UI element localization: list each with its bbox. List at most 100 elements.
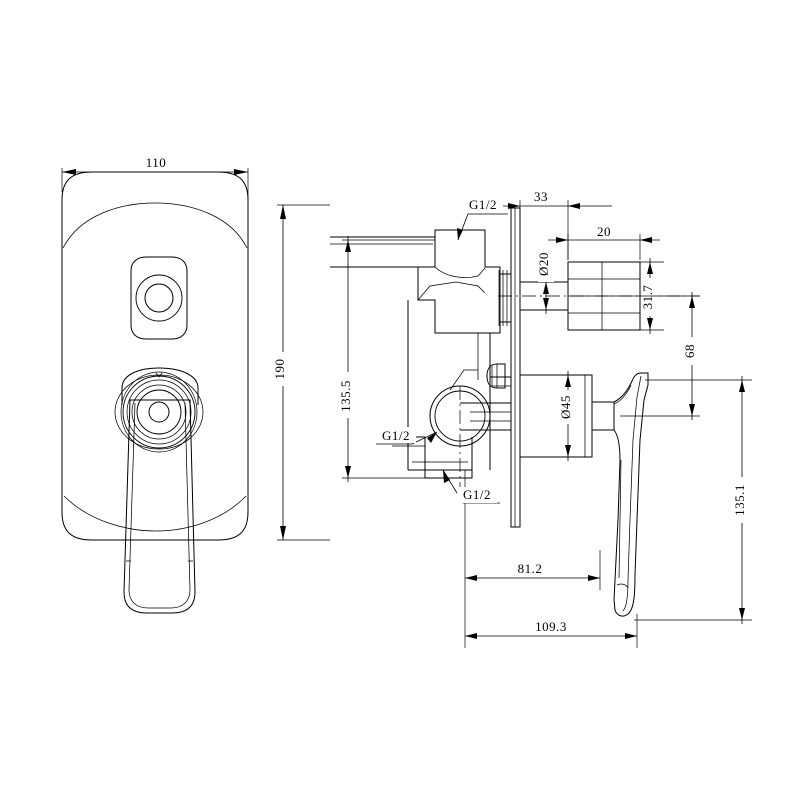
knurled-knob[interactable] [567,261,641,331]
upper-body-bevel [417,281,486,301]
dim-1351-label: 135.1 [732,484,747,516]
leader-arrow-g12-top [457,228,463,240]
lever-body-inner-line [128,402,191,609]
dim-d20-label: Ø20 [536,252,551,276]
lower-port-block [380,436,473,479]
faceplate-inner-contour [62,202,248,249]
dim-1355-bg [340,372,356,418]
hub-ring-2 [120,371,198,453]
side-view-dimensions: 33 20 Ø20 31.7 68 [338,189,752,648]
dim-317-label: 31.7 [640,285,655,310]
hub-notch [155,372,163,378]
diverter-outer-ring [135,274,183,322]
dim-68-label: 68 [682,344,697,358]
g12-mid-label: G1/2 [382,428,410,443]
mounting-plate-outline [510,207,521,528]
arrow-68-top [689,296,695,308]
arrow-d45-top [565,375,571,387]
dim-d45-label: Ø45 [558,395,573,419]
dim-1093-bg [524,618,578,634]
g12-bot-label: G1/2 [463,487,491,502]
lever-hub-rosette [114,367,204,453]
dim-20-bg [590,224,618,239]
hub-center-circle [148,401,170,423]
arrow-68-bot [689,404,695,416]
hub-ring-1 [114,374,204,450]
lever-handle-side[interactable] [613,372,649,617]
dim-68-bg [684,337,700,365]
arrow-d45-bot [565,445,571,457]
arrow-d20-top [543,282,549,294]
lever-side-tip [616,583,629,589]
g12-top-bg [463,197,503,213]
diverter-inner-ring [144,283,174,313]
hub-ring-3 [122,375,196,449]
front-view [61,171,249,614]
arrow-1351-top [739,380,745,392]
dim-110-label: 110 [146,155,167,170]
arrow-1355-bot [345,466,351,478]
arrow-110-right [234,169,248,175]
dim-190-bg [272,352,288,386]
cartridge-port [429,385,491,500]
arrow-1351-bot [739,608,745,620]
hub-ring-6 [136,389,182,435]
hub-ring-4 [126,379,192,445]
front-view-dimensions: 110 190 [61,153,330,541]
g12-bot-bg [457,487,497,503]
dim-110-bg [140,153,172,169]
side-section-view [330,207,700,617]
lever-side-inner-2 [618,459,622,579]
mounting-plate [510,207,521,528]
leader-g12-top [457,213,508,241]
arrow-20-right [640,237,652,243]
arrow-812-right [588,575,600,581]
faceplate-outline [61,171,249,541]
arrow-20-left [556,237,568,243]
thread-annotations: G1/2 G1/2 G1/2 [376,197,508,504]
dim-d45-bg [560,390,576,424]
arrow-33-right [568,203,580,209]
dim-812-label: 81.2 [518,561,543,576]
arrow-d20-bot [543,298,549,310]
plate-boss [486,363,506,389]
leader-g12-mid [376,431,438,445]
valve-body-column [407,300,491,471]
upper-body-top-curve [434,266,486,278]
diverter-squircle [130,256,188,340]
arrow-1093-right [625,633,637,639]
upper-body-outline [417,229,501,334]
dim-d20-bg [538,248,554,282]
arrow-1355-top [345,240,351,252]
lever-side-inner-1 [622,375,642,612]
arrow-1093-left [465,633,477,639]
g12-top-label: G1/2 [469,197,497,212]
dim-20-label: 20 [597,224,611,239]
leader-arrow-g12-mid [427,432,437,443]
upper-valve-body [330,229,511,334]
diverter-button[interactable] [130,256,188,340]
dim-33-bg [527,189,555,204]
body-taper [449,369,478,391]
dim-1355-label: 135.5 [338,380,353,412]
hub-cap-outline [121,367,199,405]
mid-passages [460,376,511,431]
leader-arrow-g12-bot [443,470,450,483]
rosette-outline [519,374,593,458]
faceplate-lower-contour [63,495,247,532]
lever-side-neck-shade [613,384,632,405]
lever-handle-front[interactable] [114,367,204,614]
arrow-110-left [62,169,76,175]
dim-317-bg [642,278,658,316]
dim-33-label: 33 [534,189,548,204]
dim-1093-label: 109.3 [535,619,567,634]
dim-190-label: 190 [272,359,287,380]
hub-ring-5 [131,384,187,440]
arrow-812-left [465,575,477,581]
arrow-317-bot [647,318,653,330]
dim-1351-bg [734,477,750,523]
g12-mid-bg [376,427,416,443]
arrow-190-top [280,205,286,219]
